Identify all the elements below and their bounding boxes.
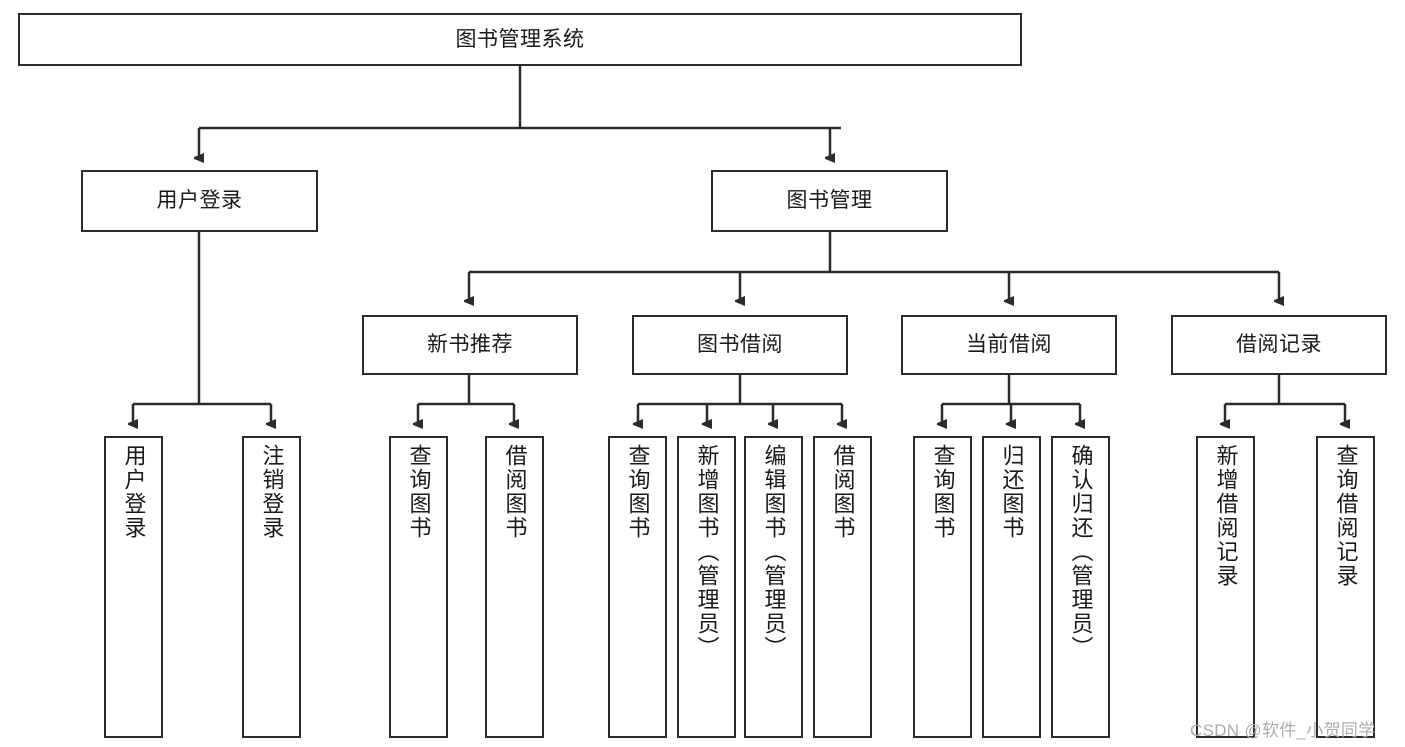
leaf-edit-book[interactable]: 编辑图书（管理员）: [744, 436, 803, 738]
leaf-confirm-return-label: 确认归还（管理员）: [1068, 444, 1094, 660]
leaf-edit-book-label: 编辑图书（管理员）: [761, 444, 787, 660]
leaf-query-record[interactable]: 查询借阅记录: [1316, 436, 1375, 738]
leaf-query-book-1[interactable]: 查询图书: [389, 436, 448, 738]
node-new-book-recommend[interactable]: 新书推荐: [362, 315, 578, 375]
node-current-borrow[interactable]: 当前借阅: [901, 315, 1117, 375]
node-book-borrow[interactable]: 图书借阅: [632, 315, 848, 375]
leaf-query-book-1-label: 查询图书: [406, 444, 432, 540]
leaf-borrow-book-1-label: 借阅图书: [502, 444, 528, 540]
node-book-manage[interactable]: 图书管理: [711, 170, 948, 232]
leaf-user-login-label: 用户登录: [121, 444, 147, 540]
node-current-borrow-label: 当前借阅: [966, 333, 1052, 357]
leaf-borrow-book-2-label: 借阅图书: [830, 444, 856, 540]
leaf-add-book[interactable]: 新增图书（管理员）: [677, 436, 736, 738]
leaf-confirm-return[interactable]: 确认归还（管理员）: [1051, 436, 1110, 738]
leaf-borrow-book-2[interactable]: 借阅图书: [813, 436, 872, 738]
leaf-logout-login[interactable]: 注销登录: [242, 436, 301, 738]
leaf-user-login[interactable]: 用户登录: [104, 436, 163, 738]
leaf-query-record-label: 查询借阅记录: [1333, 444, 1359, 588]
leaf-return-book-label: 归还图书: [999, 444, 1025, 540]
leaf-query-book-2[interactable]: 查询图书: [608, 436, 667, 738]
leaf-add-book-label: 新增图书（管理员）: [694, 444, 720, 660]
node-user-login[interactable]: 用户登录: [81, 170, 318, 232]
leaf-add-record[interactable]: 新增借阅记录: [1196, 436, 1255, 738]
node-borrow-record[interactable]: 借阅记录: [1171, 315, 1387, 375]
node-book-borrow-label: 图书借阅: [697, 333, 783, 357]
node-new-book-recommend-label: 新书推荐: [427, 333, 513, 357]
leaf-borrow-book-1[interactable]: 借阅图书: [485, 436, 544, 738]
leaf-query-book-2-label: 查询图书: [625, 444, 651, 540]
node-book-manage-label: 图书管理: [786, 189, 873, 213]
leaf-logout-login-label: 注销登录: [259, 444, 285, 540]
node-borrow-record-label: 借阅记录: [1236, 333, 1322, 357]
leaf-return-book[interactable]: 归还图书: [982, 436, 1041, 738]
leaf-query-book-3-label: 查询图书: [930, 444, 956, 540]
node-user-login-label: 用户登录: [156, 189, 243, 213]
node-root-label: 图书管理系统: [455, 27, 585, 51]
leaf-add-record-label: 新增借阅记录: [1213, 444, 1239, 588]
watermark: CSDN @软件_小贺同学: [1190, 721, 1376, 740]
leaf-query-book-3[interactable]: 查询图书: [913, 436, 972, 738]
node-root[interactable]: 图书管理系统: [18, 13, 1022, 66]
